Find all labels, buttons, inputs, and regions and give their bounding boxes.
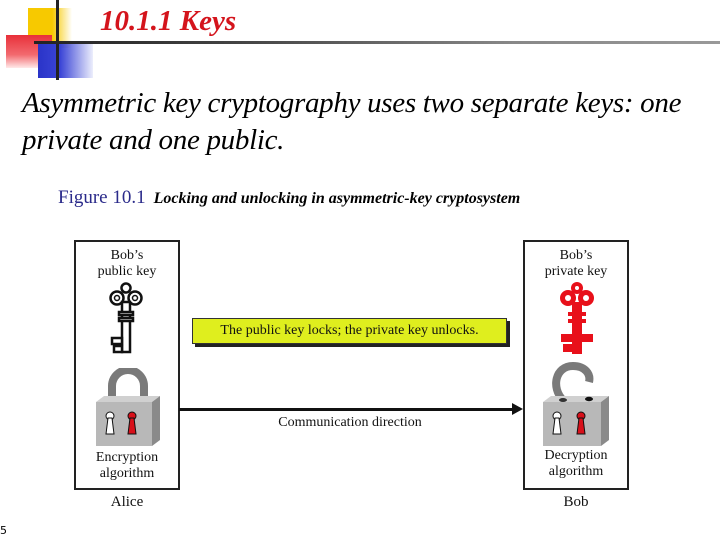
page-number: 5: [0, 524, 7, 537]
communication-arrow-line: [179, 408, 514, 411]
sender-box: Bob’s public key Encryption algorithm: [74, 240, 180, 490]
public-key-label-line1: Bob’s: [110, 248, 144, 263]
receiver-name: Bob: [563, 494, 589, 510]
communication-direction-label: Communication direction: [278, 415, 422, 430]
public-key-icon: [109, 282, 143, 354]
title-underline: [34, 41, 720, 44]
private-key-label-line2: private key: [544, 264, 608, 279]
private-key-icon: [560, 282, 594, 354]
encryption-label-line2: algorithm: [99, 466, 155, 481]
decryption-label-line1: Decryption: [544, 448, 608, 463]
decryption-label-line2: algorithm: [548, 464, 604, 479]
arrow-head-icon: [512, 403, 523, 415]
decor-vertical-line: [56, 0, 59, 80]
public-key-label-line2: public key: [97, 264, 157, 279]
key-usage-note: The public key locks; the private key un…: [192, 318, 507, 344]
receiver-box: Bob’s private key Decryption algorithm: [523, 240, 629, 490]
figure-number: Figure 10.1: [58, 187, 146, 208]
encryption-label-line1: Encryption: [95, 450, 159, 465]
figure-caption: Figure 10.1 Locking and unlocking in asym…: [58, 187, 520, 209]
sender-name: Alice: [110, 494, 144, 510]
closed-padlock-icon: [96, 368, 160, 446]
slide-title: 10.1.1 Keys: [100, 5, 237, 37]
slide-body-text: Asymmetric key cryptography uses two sep…: [22, 87, 682, 156]
figure-title: Locking and unlocking in asymmetric-key …: [153, 190, 521, 207]
decor-blue-square: [38, 44, 93, 78]
private-key-label-line1: Bob’s: [559, 248, 593, 263]
open-padlock-icon: [543, 361, 609, 446]
